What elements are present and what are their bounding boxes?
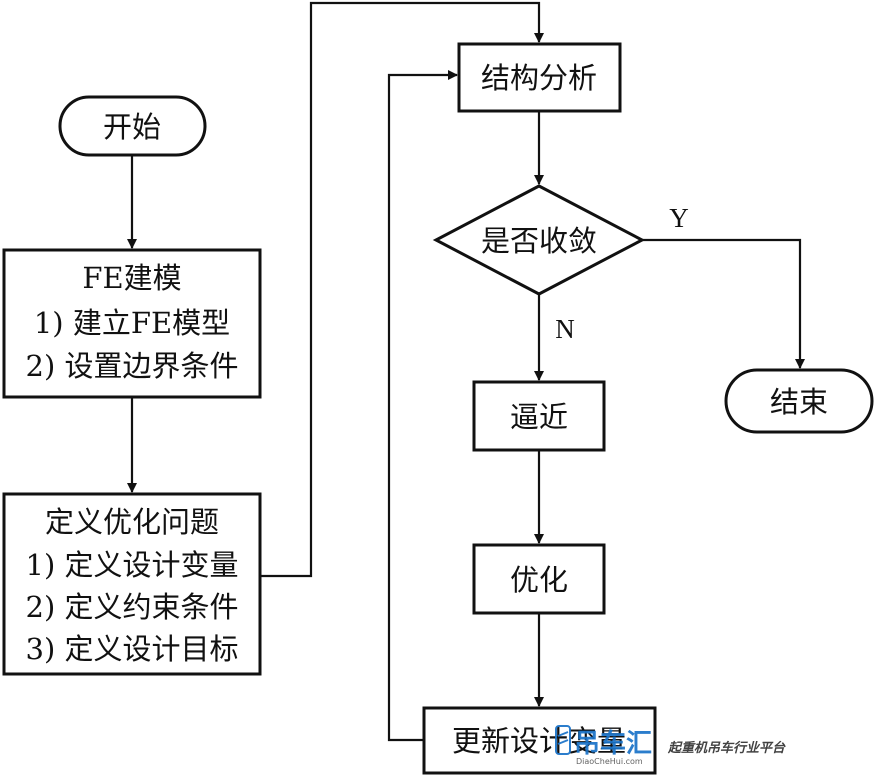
define-problem-step-3: 3) 定义设计目标 xyxy=(26,632,239,666)
optimization-label: 优化 xyxy=(510,563,568,597)
watermark-brand: 吊车汇 xyxy=(574,728,652,759)
convergence-label: 是否收敛 xyxy=(481,224,597,258)
structural-analysis-box: 结构分析 xyxy=(457,42,622,113)
start-terminal: 开始 xyxy=(58,95,207,157)
update-variables-label: 更新设计变量 xyxy=(452,724,626,758)
fe-model-step-2: 2) 设置边界条件 xyxy=(26,349,239,383)
fe-model-box: FE建模 1) 建立FE模型 2) 设置边界条件 xyxy=(2,248,262,399)
structural-analysis-label: 结构分析 xyxy=(481,61,597,95)
fe-model-step-1: 1) 建立FE模型 xyxy=(34,306,230,340)
watermark-slogan: 起重机吊车行业平台 xyxy=(667,740,786,756)
watermark-domain: DiaoCheHui.com xyxy=(576,757,643,766)
define-problem-step-1: 1) 定义设计变量 xyxy=(26,548,239,582)
convergence-decision: 是否收敛 xyxy=(432,184,646,296)
edge-define-to-analysis xyxy=(259,1,544,578)
optimization-box: 优化 xyxy=(472,543,606,615)
yes-branch-label: Y xyxy=(669,203,689,233)
watermark-logo-icon xyxy=(555,725,571,755)
approximation-label: 逼近 xyxy=(510,400,568,434)
start-label: 开始 xyxy=(103,110,161,144)
end-terminal: 结束 xyxy=(724,368,874,434)
edge-update-loop-to-analysis xyxy=(387,70,458,742)
no-branch-label: N xyxy=(555,314,575,344)
edge-decision-yes-to-end xyxy=(642,238,805,369)
update-variables-box: 更新设计变量 xyxy=(422,706,657,775)
end-label: 结束 xyxy=(770,385,828,419)
watermark: 吊车汇 DiaoCheHui.com 起重机吊车行业平台 xyxy=(555,725,786,766)
approximation-box: 逼近 xyxy=(472,380,606,452)
define-problem-box: 定义优化问题 1) 定义设计变量 2) 定义约束条件 3) 定义设计目标 xyxy=(2,492,262,676)
define-problem-step-2: 2) 定义约束条件 xyxy=(26,590,239,624)
define-problem-title: 定义优化问题 xyxy=(45,505,219,539)
fe-model-title: FE建模 xyxy=(82,261,181,295)
